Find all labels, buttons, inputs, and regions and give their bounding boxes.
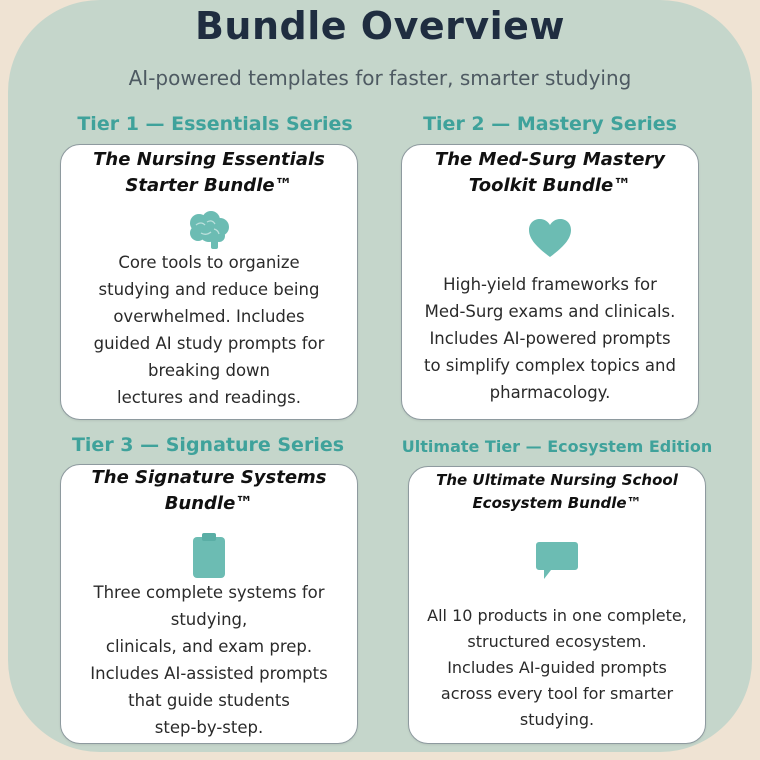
ultimate-tier-label: Ultimate Tier — Ecosystem Edition <box>401 437 713 456</box>
chat-bubble-icon <box>535 541 579 585</box>
tier-3-card: The Signature Systems Bundle™ Three comp… <box>60 464 358 744</box>
tier-2-card-title: The Med-Surg Mastery Toolkit Bundle™ <box>434 149 666 196</box>
tier-1-card-title: The Nursing Essentials Starter Bundle™ <box>93 149 325 196</box>
ultimate-tier-card-title: The Ultimate Nursing School Ecosystem Bu… <box>436 471 678 512</box>
tier-2-card: The Med-Surg Mastery Toolkit Bundle™ Hig… <box>401 144 699 420</box>
tier-1-card: The Nursing Essentials Starter Bundle™ C… <box>60 144 358 420</box>
tier-1-label: Tier 1 — Essentials Series <box>77 113 353 135</box>
heart-icon <box>527 217 573 263</box>
tier-3-label: Tier 3 — Signature Series <box>71 434 345 456</box>
page-title: Bundle Overview <box>194 4 566 48</box>
clipboard-icon <box>192 533 226 583</box>
tier-1-description: Core tools to organize studying and redu… <box>93 253 325 407</box>
page-subtitle: AI-powered templates for faster, smarter… <box>128 66 632 90</box>
tier-2-label: Tier 2 — Mastery Series <box>423 113 677 135</box>
tier-2-description: High-yield frameworks for Med-Surg exams… <box>424 275 676 402</box>
ultimate-tier-description: All 10 products in one complete, structu… <box>427 606 687 729</box>
tier-3-card-title: The Signature Systems Bundle™ <box>91 467 327 514</box>
ultimate-tier-card: The Ultimate Nursing School Ecosystem Bu… <box>408 466 706 744</box>
brain-icon <box>187 211 231 255</box>
tier-3-description: Three complete systems for studying, cli… <box>90 583 328 737</box>
